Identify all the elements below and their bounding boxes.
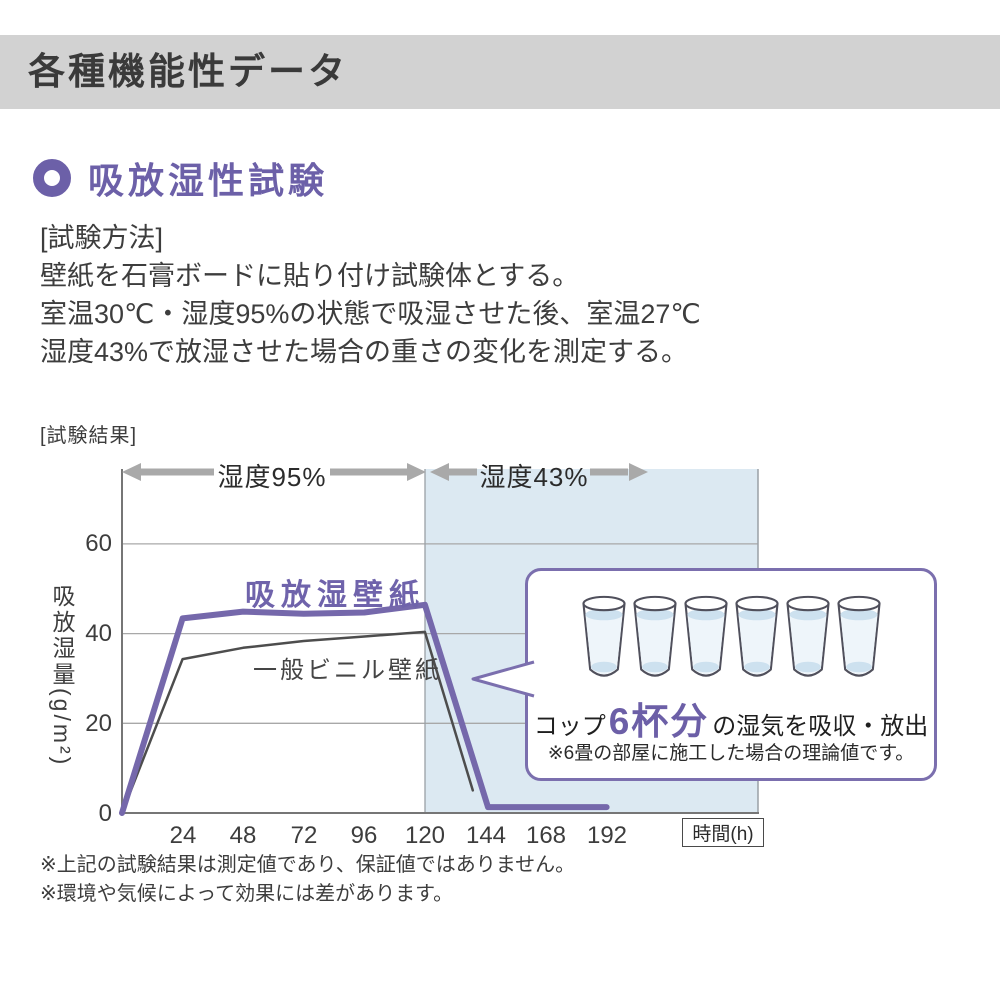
x-tick: 24 bbox=[169, 822, 197, 849]
series-label-vinyl-wallpaper: 一般ビニル壁紙 bbox=[253, 657, 442, 684]
callout-highlight: 6杯分 bbox=[608, 701, 710, 742]
x-axis-unit-box: 時間(h) bbox=[682, 818, 764, 847]
series-line-0 bbox=[120, 630, 475, 815]
test-method-label: [試験方法] bbox=[40, 223, 164, 253]
circle-bullet-icon bbox=[33, 159, 71, 197]
x-tick: 48 bbox=[229, 822, 257, 849]
x-tick: 120 bbox=[404, 822, 446, 849]
x-tick: 168 bbox=[525, 822, 567, 849]
callout-tail bbox=[471, 660, 535, 698]
water-glass-icon bbox=[836, 595, 881, 677]
axes bbox=[121, 469, 759, 814]
header-bar: 各種機能性データ bbox=[0, 35, 1000, 109]
test-method-block: [試験方法] 壁紙を石膏ボードに貼り付け試験体とする。 室温30℃・湿度95%の… bbox=[40, 219, 701, 371]
x-tick: 144 bbox=[465, 822, 507, 849]
humidity-range-arrows bbox=[122, 463, 648, 481]
water-glass-icon bbox=[683, 595, 728, 677]
callout-note: ※6畳の部屋に施工した場合の理論値です。 bbox=[547, 743, 915, 764]
y-tick: 40 bbox=[85, 620, 112, 647]
footnotes: ※上記の試験結果は測定値であり、保証値ではありません。 ※環境や気候によって効果… bbox=[40, 851, 575, 909]
footnote-1: ※上記の試験結果は測定値であり、保証値ではありません。 bbox=[40, 854, 576, 876]
water-glass-icon bbox=[734, 595, 779, 677]
callout-bubble: コップ 6杯分 の湿気を吸収・放出 ※6畳の部屋に施工した場合の理論値です。 bbox=[525, 568, 937, 781]
callout-suffix: の湿気を吸収・放出 bbox=[712, 713, 929, 740]
cups-row bbox=[528, 594, 934, 678]
test-results-label: [試験結果] bbox=[40, 425, 138, 447]
y-tick: 60 bbox=[85, 530, 112, 557]
page-title: 各種機能性データ bbox=[28, 51, 348, 92]
test-method-line-3: 湿度43%で放湿させた場合の重さの変化を測定する。 bbox=[40, 337, 689, 367]
series-label-absorbing-wallpaper: 吸放湿壁紙 bbox=[245, 579, 425, 612]
x-tick: 72 bbox=[290, 822, 318, 849]
series-line-1 bbox=[119, 601, 610, 816]
section-title: 吸放湿性試験 bbox=[88, 160, 329, 201]
callout-prefix: コップ bbox=[533, 713, 606, 740]
callout-headline: コップ 6杯分 の湿気を吸収・放出 bbox=[528, 691, 934, 745]
water-glass-icon bbox=[632, 595, 677, 677]
footnote-2: ※環境や気候によって効果には差があります。 bbox=[40, 883, 454, 905]
section-header: 吸放湿性試験 bbox=[33, 152, 328, 204]
y-axis-label: 吸放湿量(g/m²) bbox=[49, 584, 75, 768]
x-tick: 96 bbox=[350, 822, 378, 849]
y-tick: 0 bbox=[98, 800, 112, 827]
test-method-line-2: 室温30℃・湿度95%の状態で吸湿させた後、室温27℃ bbox=[40, 299, 701, 329]
humidity-95-label: 湿度95% bbox=[217, 462, 327, 492]
water-glass-icon bbox=[581, 595, 626, 677]
water-glass-icon bbox=[785, 595, 830, 677]
y-tick: 20 bbox=[85, 710, 112, 737]
x-tick: 192 bbox=[586, 822, 628, 849]
humidity-43-label: 湿度43% bbox=[479, 462, 589, 492]
test-method-line-1: 壁紙を石膏ボードに貼り付け試験体とする。 bbox=[40, 261, 580, 291]
